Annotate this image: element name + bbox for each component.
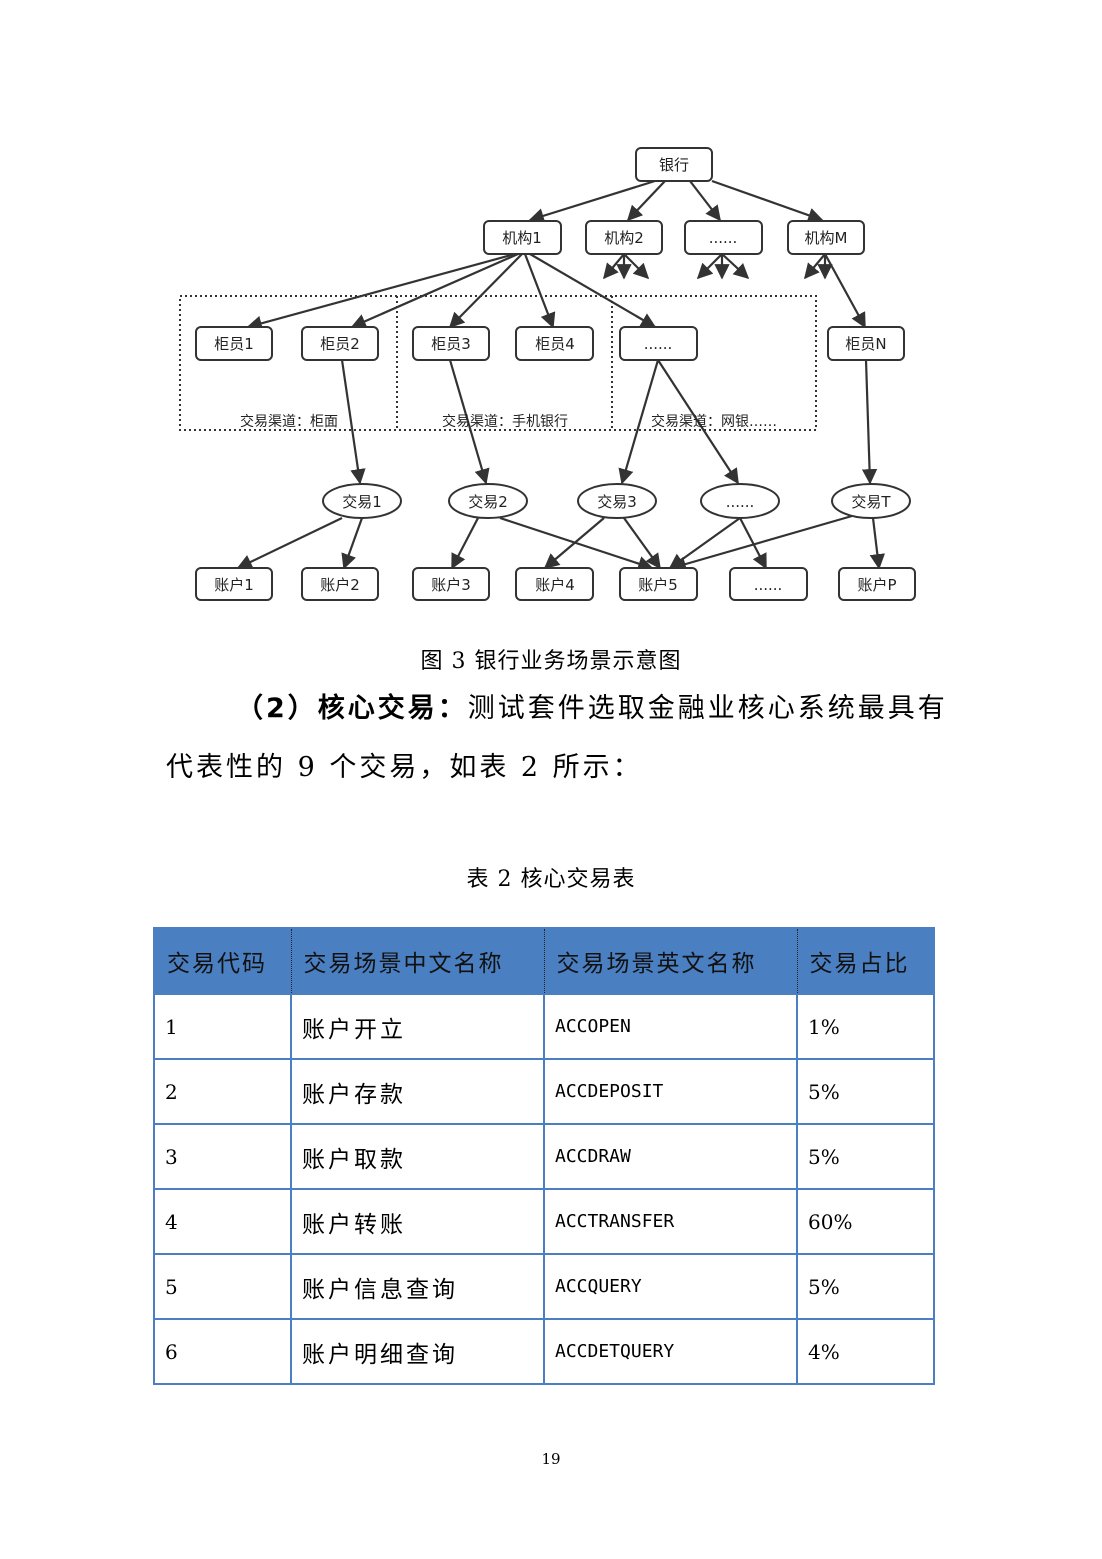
header-code: 交易代码 — [154, 928, 292, 995]
cell-code: 5 — [153, 1253, 292, 1320]
node-teller-2: 柜员2 — [301, 326, 379, 361]
table-row: 2 账户存款 ACCDEPOSIT 5% — [153, 1058, 935, 1125]
channel-frames — [179, 295, 817, 431]
node-institution-m-label: 机构M — [805, 229, 848, 247]
table-row: 3 账户取款 ACCDRAW 5% — [153, 1123, 935, 1190]
bank-scenario-diagram: 银行 机构1 机构2 ...... 机构M 柜员1 柜员2 柜员3 柜员4 ..… — [179, 147, 916, 601]
node-teller-n: 柜员N — [827, 326, 905, 361]
node-teller-n-label: 柜员N — [845, 335, 886, 353]
node-teller-4: 柜员4 — [515, 326, 594, 361]
node-teller-1: 柜员1 — [195, 326, 273, 361]
node-account-2-label: 账户2 — [320, 576, 360, 594]
table-row: 6 账户明细查询 ACCDETQUERY 4% — [153, 1318, 935, 1385]
node-teller-1-label: 柜员1 — [214, 335, 254, 353]
core-transaction-table: 交易代码 交易场景中文名称 交易场景英文名称 交易占比 1 账户开立 ACCOP… — [153, 927, 935, 1385]
node-transaction-1-label: 交易1 — [342, 493, 382, 511]
node-account-5-label: 账户5 — [638, 576, 678, 594]
channel-online-label: 交易渠道：网银…… — [651, 413, 777, 430]
header-ratio: 交易占比 — [797, 928, 934, 995]
table-row: 1 账户开立 ACCOPEN 1% — [153, 993, 935, 1060]
node-teller-more: ...... — [619, 326, 698, 361]
node-transaction-3-label: 交易3 — [597, 493, 637, 511]
cell-english-name: ACCTRANSFER — [543, 1188, 798, 1255]
node-account-p: 账户P — [838, 567, 916, 601]
cell-english-name: ACCQUERY — [543, 1253, 798, 1320]
paragraph-line-1-rest: 测试套件选取金融业核心系统最具有 — [467, 693, 948, 724]
node-institution-1: 机构1 — [483, 220, 562, 255]
node-teller-2-label: 柜员2 — [320, 335, 360, 353]
node-transaction-1: 交易1 — [322, 483, 402, 519]
node-bank: 银行 — [635, 147, 713, 182]
paragraph-line-1: （2）核心交易：测试套件选取金融业核心系统最具有 — [236, 686, 948, 725]
cell-chinese-name: 账户明细查询 — [290, 1318, 545, 1385]
cell-english-name: ACCDETQUERY — [543, 1318, 798, 1385]
cell-code: 3 — [153, 1123, 292, 1190]
page-number: 19 — [541, 1450, 561, 1468]
node-teller-3-label: 柜员3 — [431, 335, 471, 353]
node-account-p-label: 账户P — [857, 576, 896, 594]
node-account-3: 账户3 — [412, 567, 490, 601]
cell-code: 1 — [153, 993, 292, 1060]
table-row: 5 账户信息查询 ACCQUERY 5% — [153, 1253, 935, 1320]
cell-english-name: ACCDEPOSIT — [543, 1058, 798, 1125]
channel-mobile-label: 交易渠道：手机银行 — [442, 413, 568, 430]
node-account-5: 账户5 — [619, 567, 698, 601]
node-transaction-2: 交易2 — [448, 483, 528, 519]
diagram-edges — [236, 179, 885, 572]
figure-caption: 图 3 银行业务场景示意图 — [420, 649, 682, 674]
table-header-row: 交易代码 交易场景中文名称 交易场景英文名称 交易占比 — [154, 928, 934, 995]
table-row: 4 账户转账 ACCTRANSFER 60% — [153, 1188, 935, 1255]
cell-chinese-name: 账户取款 — [290, 1123, 545, 1190]
channel-counter-label: 交易渠道：柜面 — [240, 413, 338, 430]
cell-english-name: ACCDRAW — [543, 1123, 798, 1190]
table-caption: 表 2 核心交易表 — [466, 867, 636, 892]
node-teller-more-label: ...... — [644, 335, 673, 353]
node-account-2: 账户2 — [301, 567, 379, 601]
node-account-1-label: 账户1 — [214, 576, 254, 594]
node-institution-1-label: 机构1 — [502, 229, 542, 247]
cell-english-name: ACCOPEN — [543, 993, 798, 1060]
cell-ratio: 1% — [796, 993, 935, 1060]
node-account-more: ...... — [729, 567, 808, 601]
cell-code: 6 — [153, 1318, 292, 1385]
node-teller-4-label: 柜员4 — [535, 335, 575, 353]
node-transaction-more: ...... — [700, 483, 780, 519]
node-account-4-label: 账户4 — [535, 576, 575, 594]
node-institution-m: 机构M — [787, 220, 865, 255]
node-institution-2: 机构2 — [585, 220, 663, 255]
node-institution-more-label: ...... — [709, 229, 738, 247]
cell-ratio: 5% — [796, 1123, 935, 1190]
node-transaction-2-label: 交易2 — [468, 493, 508, 511]
node-transaction-t-label: 交易T — [851, 493, 891, 511]
node-institution-more: ...... — [684, 220, 763, 255]
cell-ratio: 60% — [796, 1188, 935, 1255]
node-teller-3: 柜员3 — [412, 326, 490, 361]
node-transaction-more-label: ...... — [726, 493, 755, 511]
paragraph-line-2: 代表性的 9 个交易，如表 2 所示： — [166, 752, 643, 783]
cell-ratio: 4% — [796, 1318, 935, 1385]
node-transaction-t: 交易T — [831, 483, 911, 519]
header-chinese-name: 交易场景中文名称 — [291, 928, 545, 995]
cell-chinese-name: 账户开立 — [290, 993, 545, 1060]
cell-chinese-name: 账户信息查询 — [290, 1253, 545, 1320]
cell-ratio: 5% — [796, 1058, 935, 1125]
header-english-name: 交易场景英文名称 — [544, 928, 798, 995]
node-account-3-label: 账户3 — [431, 576, 471, 594]
cell-ratio: 5% — [796, 1253, 935, 1320]
node-transaction-3: 交易3 — [577, 483, 657, 519]
cell-chinese-name: 账户转账 — [290, 1188, 545, 1255]
node-account-1: 账户1 — [195, 567, 273, 601]
node-account-4: 账户4 — [515, 567, 594, 601]
node-bank-label: 银行 — [659, 156, 689, 174]
cell-chinese-name: 账户存款 — [290, 1058, 545, 1125]
node-account-more-label: ...... — [754, 576, 783, 594]
cell-code: 4 — [153, 1188, 292, 1255]
paragraph-bold-lead: （2）核心交易： — [236, 693, 468, 724]
node-institution-2-label: 机构2 — [604, 229, 644, 247]
cell-code: 2 — [153, 1058, 292, 1125]
